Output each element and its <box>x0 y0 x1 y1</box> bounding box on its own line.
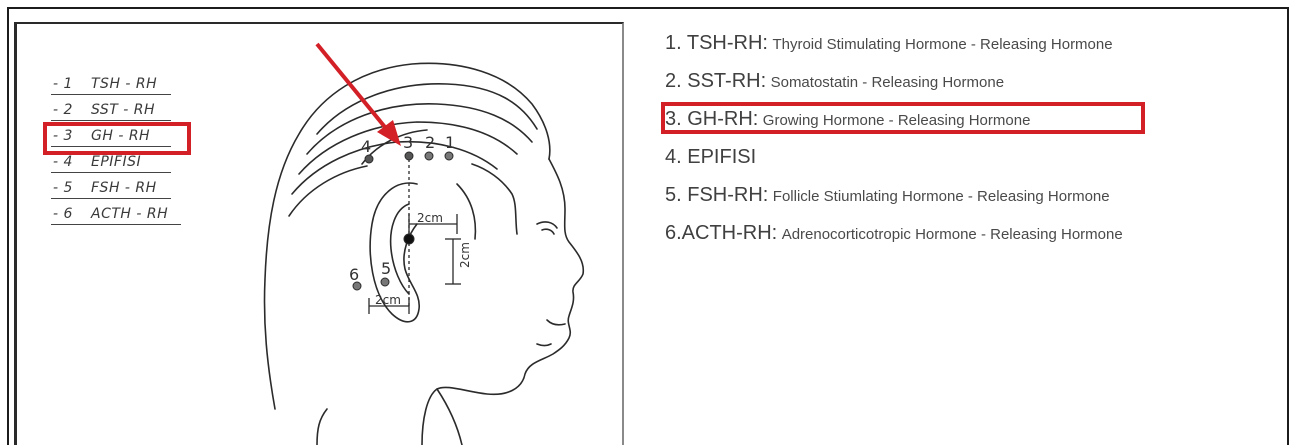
legend-highlight-box <box>43 122 191 155</box>
list-item-desc: Follicle Stiumlating Hormone - Releasing… <box>773 188 1110 205</box>
list-item-code: 2. SST-RH: <box>665 70 766 92</box>
red-arrow <box>317 44 401 146</box>
list-item-code: 4. EPIFISI <box>665 146 756 168</box>
measure-label-bottom: 2cm <box>375 293 401 307</box>
measure-label-side: 2cm <box>458 242 472 268</box>
list-item-desc: Adrenocorticotropic Hormone - Releasing … <box>782 226 1123 243</box>
list-item-2: 2. SST-RH: Somatostatin - Releasing Horm… <box>665 70 1004 93</box>
point-label-4: 4 <box>361 137 371 156</box>
point-label-1: 1 <box>445 133 455 152</box>
list-item-desc: Thyroid Stimulating Hormone - Releasing … <box>772 36 1112 53</box>
point-label-5: 5 <box>381 259 391 278</box>
point-label-2: 2 <box>425 133 435 152</box>
point-label-6: 6 <box>349 265 359 284</box>
list-highlight-box <box>661 102 1145 134</box>
list-item-code: 5. FSH-RH: <box>665 184 768 206</box>
list-item-6: 6.ACTH-RH: Adrenocorticotropic Hormone -… <box>665 222 1123 245</box>
list-item-code: 1. TSH-RH: <box>665 32 768 54</box>
point-label-3: 3 <box>403 133 413 152</box>
list-item-4: 4. EPIFISI <box>665 146 756 169</box>
measure-label-top: 2cm <box>417 211 443 225</box>
list-item-5: 5. FSH-RH: Follicle Stiumlating Hormone … <box>665 184 1110 207</box>
list-item-desc: Somatostatin - Releasing Hormone <box>771 74 1004 91</box>
list-item-code: 6.ACTH-RH: <box>665 222 777 244</box>
face-profile <box>422 159 583 445</box>
list-item-1: 1. TSH-RH: Thyroid Stimulating Hormone -… <box>665 32 1113 55</box>
